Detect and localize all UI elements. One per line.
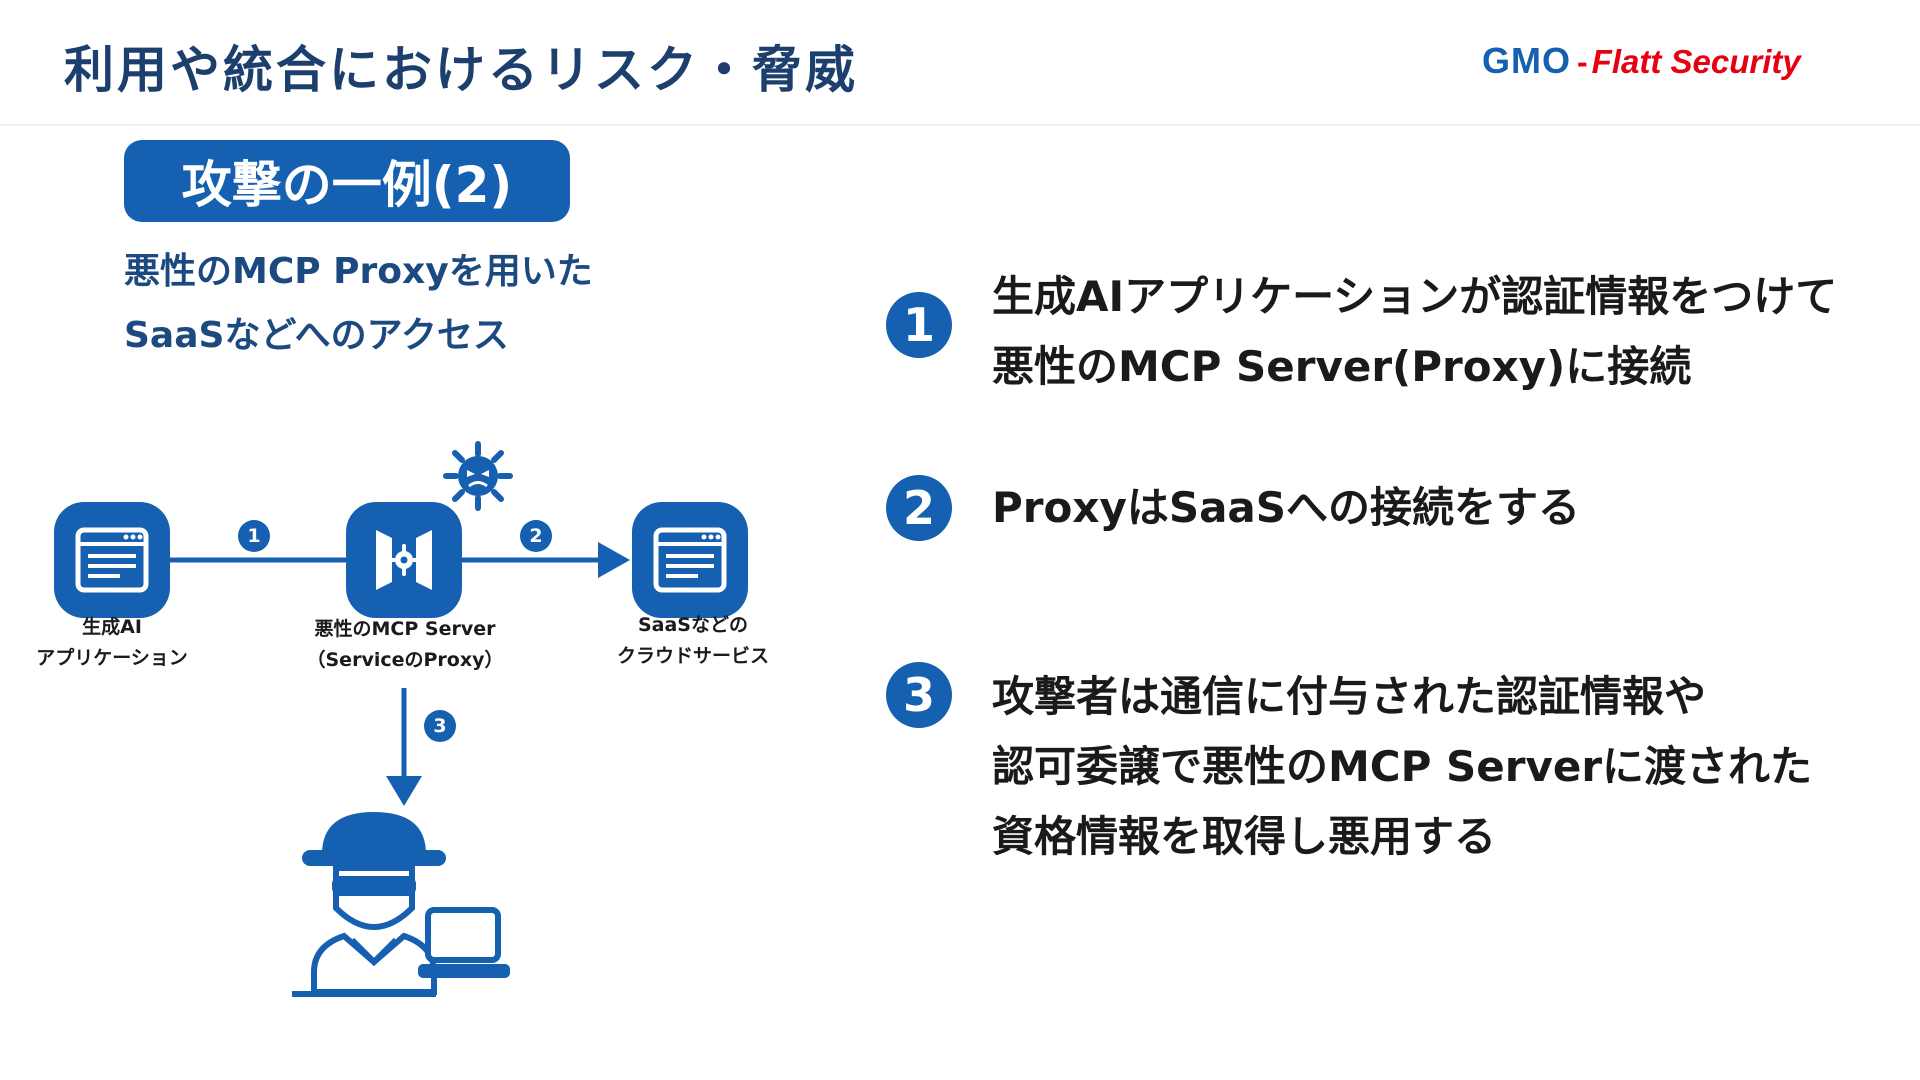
subtitle-line-1: 悪性のMCP Proxyを用いた	[124, 251, 593, 292]
step-3: 3 攻撃者は通信に付与された認証情報や 認可委譲で悪性のMCP Serverに渡…	[886, 662, 1812, 872]
slide-header: 利用や統合におけるリスク・脅威 GMO - Flatt Security	[0, 0, 1920, 126]
section-badge: 攻撃の一例(2)	[124, 140, 570, 222]
hacker-icon	[292, 812, 446, 997]
laptop-icon	[418, 907, 510, 978]
step-1-text: 生成AIアプリケーションが認証情報をつけて 悪性のMCP Server(Prox…	[992, 272, 1838, 391]
step-2-text: ProxyはSaaSへの接続をする	[992, 483, 1581, 532]
arrow-head-attacker	[386, 776, 422, 806]
step-1-number: 1	[886, 292, 952, 358]
app-window-icon	[653, 527, 727, 593]
malicious-mcp-server-icon	[346, 502, 462, 618]
step-3-number: 3	[886, 662, 952, 728]
step-2: 2 ProxyはSaaSへの接続をする	[886, 473, 1580, 543]
saas-label: SaaSなどの クラウドサービス	[616, 614, 769, 667]
logo-sub: Flatt Security	[1591, 43, 1801, 80]
section-subtitle: 悪性のMCP Proxyを用いた SaaSなどへのアクセス	[124, 240, 593, 368]
slide-title: 利用や統合におけるリスク・脅威	[64, 41, 858, 99]
edge-label-2: 2	[520, 520, 552, 552]
logo-main: GMO	[1482, 40, 1571, 81]
edge-label-3: 3	[424, 710, 456, 742]
genai-app-icon	[54, 502, 170, 618]
malicious-mcp-server-label: 悪性のMCP Server （ServiceのProxy）	[306, 618, 504, 671]
virus-icon	[443, 441, 513, 511]
diagram-connectors	[170, 441, 630, 997]
arrow-head-saas	[598, 542, 630, 578]
company-logo: GMO - Flatt Security	[1482, 40, 1801, 88]
edge-label-1: 1	[238, 520, 270, 552]
logo-dash: -	[1577, 44, 1588, 80]
saas-icon	[632, 502, 748, 618]
attack-diagram: 生成AI アプリケーション 悪性のMCP Server （ServiceのPro…	[0, 440, 800, 1000]
step-2-number: 2	[886, 475, 952, 541]
proxy-server-icon	[376, 530, 432, 590]
step-1: 1 生成AIアプリケーションが認証情報をつけて 悪性のMCP Server(Pr…	[886, 262, 1837, 402]
step-3-text: 攻撃者は通信に付与された認証情報や 認可委譲で悪性のMCP Serverに渡され…	[992, 672, 1813, 861]
subtitle-line-2: SaaSなどへのアクセス	[124, 315, 509, 356]
app-window-icon	[75, 527, 149, 593]
genai-app-label: 生成AI アプリケーション	[36, 616, 188, 669]
